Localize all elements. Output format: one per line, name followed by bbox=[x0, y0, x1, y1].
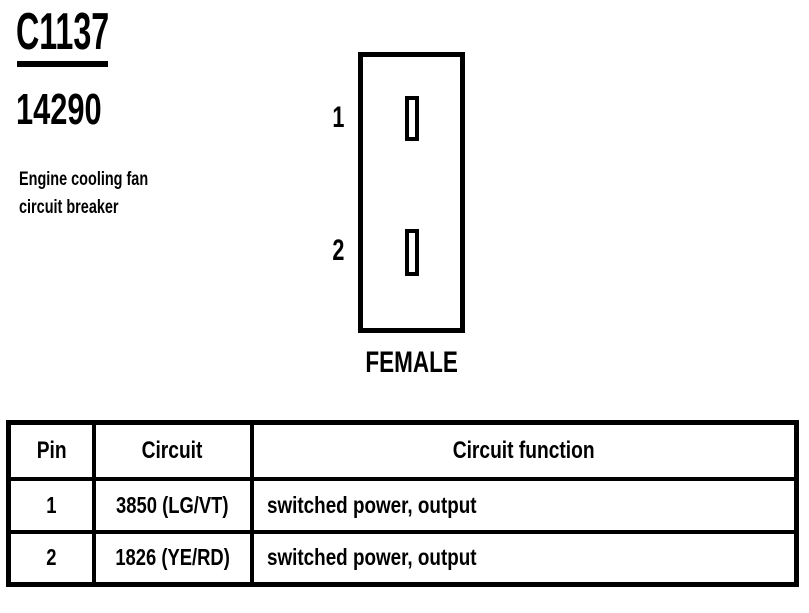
header-circuit-function: Circuit function bbox=[249, 420, 799, 481]
connector-id-heading: C1137 bbox=[16, 3, 166, 61]
connector-id-text: C1137 bbox=[16, 3, 110, 61]
pin-number-label-1: 1 bbox=[331, 101, 345, 134]
connector-pin-slot-1 bbox=[405, 96, 419, 141]
row2-circuit-function: switched power, output bbox=[249, 529, 799, 587]
part-number-heading: 14290 bbox=[16, 85, 138, 134]
description-line-2: circuit breaker bbox=[19, 197, 119, 218]
table-header-row: Pin Circuit Circuit function bbox=[6, 420, 799, 481]
part-number-text: 14290 bbox=[16, 85, 102, 134]
description-line-1: Engine cooling fan bbox=[19, 169, 149, 190]
connector-gender-label: FEMALE bbox=[365, 346, 458, 379]
table-row: 2 1826 (YE/RD) switched power, output bbox=[6, 529, 799, 587]
pin-function-table: Pin Circuit Circuit function 1 3850 (LG/… bbox=[6, 420, 799, 587]
header-circuit: Circuit bbox=[91, 420, 254, 481]
row1-circuit-function: switched power, output bbox=[249, 476, 799, 534]
header-pin: Pin bbox=[6, 420, 96, 481]
row2-pin: 2 bbox=[6, 529, 96, 587]
connector-body-outline bbox=[358, 52, 465, 333]
pin-number-label-2: 2 bbox=[331, 234, 345, 267]
connector-pin-slot-2 bbox=[405, 229, 419, 276]
connector-description: Engine cooling fan circuit breaker bbox=[19, 166, 189, 222]
row1-circuit: 3850 (LG/VT) bbox=[91, 476, 254, 534]
table-row: 1 3850 (LG/VT) switched power, output bbox=[6, 476, 799, 534]
row2-circuit: 1826 (YE/RD) bbox=[91, 529, 254, 587]
connector-id-underline bbox=[17, 61, 108, 67]
row1-pin: 1 bbox=[6, 476, 96, 534]
